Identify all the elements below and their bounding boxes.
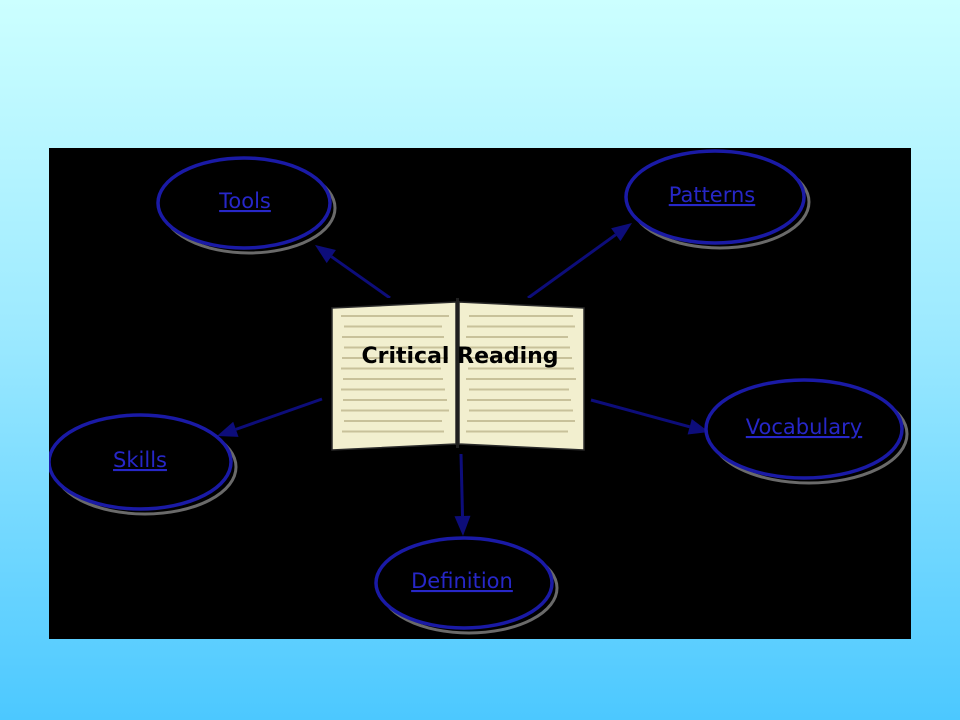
arrowhead-patterns	[611, 223, 632, 242]
node-definition-link[interactable]: Definition	[411, 569, 513, 593]
book-left-page	[331, 301, 457, 451]
node-skills-ellipse	[49, 413, 233, 511]
diagram-panel: Critical Reading Tools Patterns Vocabula…	[49, 148, 911, 639]
arrowhead-tools	[315, 245, 336, 264]
arrowhead-vocabulary	[687, 419, 709, 435]
book-page-lines	[341, 315, 576, 433]
node-tools[interactable]: Tools	[156, 156, 337, 255]
node-tools-link[interactable]: Tools	[218, 189, 271, 213]
open-book-icon: Critical Reading	[328, 298, 588, 454]
center-node-title: Critical Reading	[361, 344, 558, 369]
connector-definition	[459, 453, 465, 517]
arrowhead-skills	[217, 421, 239, 437]
book-right-page	[458, 301, 585, 451]
node-tools-ellipse	[156, 156, 332, 250]
node-vocabulary[interactable]: Vocabulary	[704, 378, 909, 485]
node-skills-link[interactable]: Skills	[113, 448, 167, 472]
arrowhead-definition	[454, 515, 471, 536]
node-vocabulary-link[interactable]: Vocabulary	[746, 415, 862, 439]
node-patterns-link[interactable]: Patterns	[669, 183, 756, 207]
node-definition[interactable]: Definition	[374, 536, 559, 635]
node-patterns-ellipse	[624, 149, 806, 245]
connector-skills	[235, 397, 323, 431]
node-patterns[interactable]: Patterns	[624, 149, 811, 250]
connectors	[217, 223, 709, 536]
connector-tools	[330, 255, 391, 300]
mind-map: Critical Reading Tools Patterns Vocabula…	[49, 149, 909, 635]
connector-vocabulary	[590, 398, 691, 429]
node-skills[interactable]: Skills	[49, 413, 238, 516]
node-vocabulary-ellipse	[704, 378, 904, 480]
connector-patterns	[527, 233, 617, 300]
node-definition-ellipse	[374, 536, 554, 630]
